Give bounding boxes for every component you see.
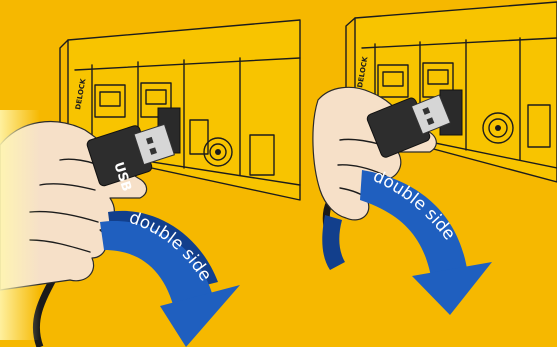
right-panel: DELOCK double side xyxy=(313,2,557,315)
left-rotation-arrow: double side xyxy=(100,208,240,347)
left-panel: DELOCK USB double side xyxy=(0,20,300,347)
